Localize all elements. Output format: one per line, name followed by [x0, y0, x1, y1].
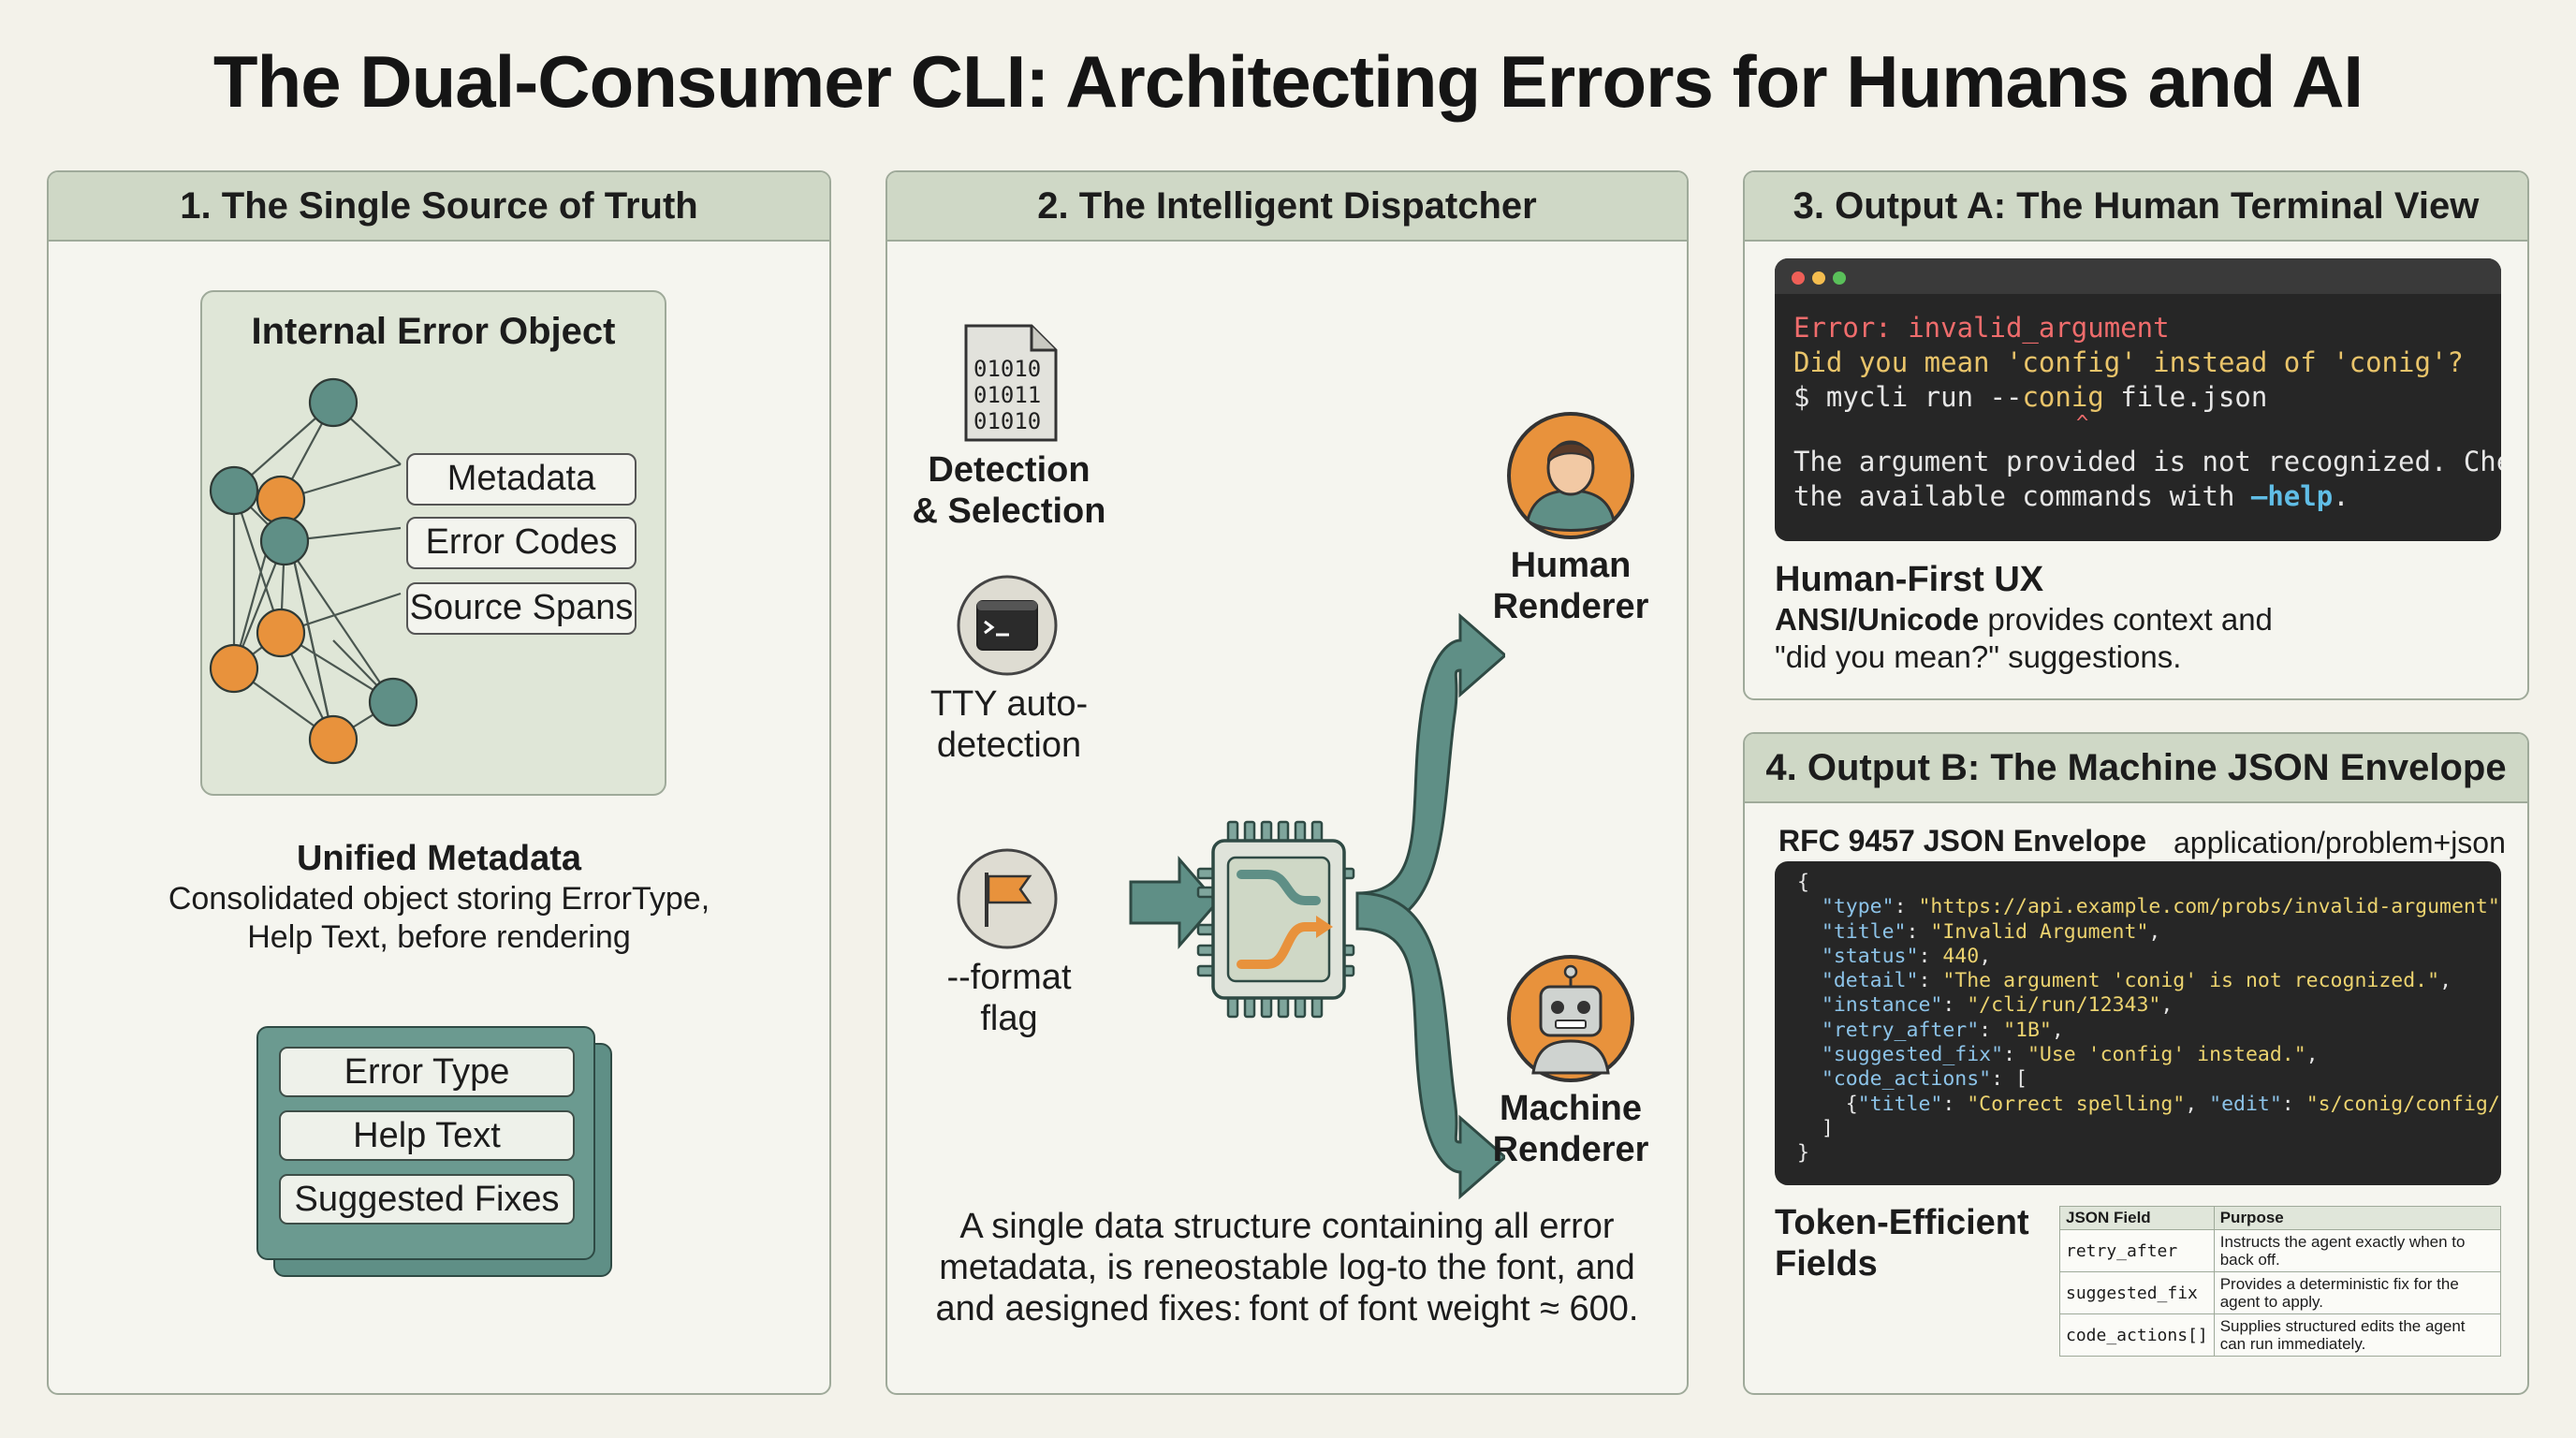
unified-line-1: Consolidated object storing ErrorType,	[168, 881, 710, 917]
panel-header: 1. The Single Source of Truth	[49, 172, 829, 242]
json-envelope-code: { "type": "https://api.example.com/probs…	[1775, 861, 2501, 1185]
binary-file-icon: 01010 01011 01010	[962, 322, 1060, 444]
column-header: JSON Field	[2059, 1206, 2215, 1230]
panel-source-of-truth: 1. The Single Source of Truth Internal E…	[47, 170, 831, 1395]
panel-human-terminal: 3. Output A: The Human Terminal View Err…	[1743, 170, 2529, 700]
close-dot-icon	[1792, 271, 1805, 285]
table-row: code_actions[] Supplies structured edits…	[2059, 1313, 2502, 1357]
rfc-label: RFC 9457 JSON Envelope	[1778, 824, 2147, 858]
robot-avatar-icon	[1505, 953, 1636, 1089]
mime-label: application/problem+json	[2174, 826, 2506, 859]
human-ux-title: Human-First UX	[1775, 560, 2044, 599]
table-row: suggested_fix Provides a deterministic f…	[2059, 1271, 2502, 1314]
table-header-row: JSON Field Purpose	[2059, 1206, 2502, 1230]
format-flag-label: --format flag	[946, 958, 1072, 1038]
terminal-icon	[955, 573, 1060, 682]
human-ux-text: ANSI/Unicode provides context and "did y…	[1775, 602, 2273, 674]
terminal-title-bar	[1775, 258, 2501, 294]
fields-table: JSON Field Purpose retry_after Instructs…	[2059, 1206, 2502, 1357]
human-avatar-icon	[1505, 410, 1636, 546]
panel-header: 3. Output A: The Human Terminal View	[1745, 172, 2527, 242]
unified-line-2: Help Text, before rendering	[247, 919, 631, 955]
tty-label: TTY auto- detection	[929, 684, 1089, 765]
page-title: The Dual-Consumer CLI: Architecting Erro…	[212, 40, 2364, 123]
stack-front-card: Error Type Help Text Suggested Fixes	[256, 1026, 595, 1260]
binary-text: 01010 01011 01010	[973, 356, 1042, 434]
stack-item-help-text: Help Text	[279, 1110, 575, 1161]
dispatcher-description: A single data structure containing all e…	[935, 1207, 1639, 1328]
table-row: retry_after Instructs the agent exactly …	[2059, 1229, 2502, 1272]
error-codes-pill: Error Codes	[406, 517, 637, 569]
unified-metadata-title: Unified Metadata	[296, 839, 582, 878]
field-cell: suggested_fix	[2059, 1271, 2215, 1314]
panel-header: 2. The Intelligent Dispatcher	[887, 172, 1687, 242]
detection-label: Detection & Selection	[912, 450, 1106, 531]
machine-renderer-label: Machine Renderer	[1492, 1089, 1649, 1169]
error-graph	[209, 377, 418, 765]
zoom-dot-icon	[1833, 271, 1846, 285]
unified-metadata-text: Consolidated object storing ErrorType, H…	[49, 880, 829, 957]
panel-dispatcher: 2. The Intelligent Dispatcher 01010 0101…	[886, 170, 1689, 1395]
purpose-cell: Supplies structured edits the agent can …	[2213, 1313, 2502, 1357]
purpose-cell: Instructs the agent exactly when to back…	[2213, 1229, 2502, 1272]
field-cell: retry_after	[2059, 1229, 2215, 1272]
panel-header: 4. Output B: The Machine JSON Envelope	[1745, 734, 2527, 803]
box-title: Internal Error Object	[251, 311, 616, 352]
metadata-pill: Metadata	[406, 453, 637, 506]
source-spans-pill: Source Spans	[406, 582, 637, 635]
stack-item-suggested-fixes: Suggested Fixes	[279, 1174, 575, 1225]
minimize-dot-icon	[1812, 271, 1825, 285]
dispatch-flow-diagram	[1129, 612, 1505, 1200]
token-efficient-title: Token-Efficient Fields	[1775, 1203, 2029, 1284]
panel-machine-json: 4. Output B: The Machine JSON Envelope R…	[1743, 732, 2529, 1395]
purpose-cell: Provides a deterministic fix for the age…	[2213, 1271, 2502, 1314]
field-cell: code_actions[]	[2059, 1313, 2215, 1357]
human-renderer-label: Human Renderer	[1492, 546, 1649, 626]
flag-icon	[955, 846, 1060, 956]
column-header: Purpose	[2213, 1206, 2502, 1230]
stack-item-error-type: Error Type	[279, 1047, 575, 1097]
internal-error-object-box: Internal Error Object	[200, 290, 666, 796]
